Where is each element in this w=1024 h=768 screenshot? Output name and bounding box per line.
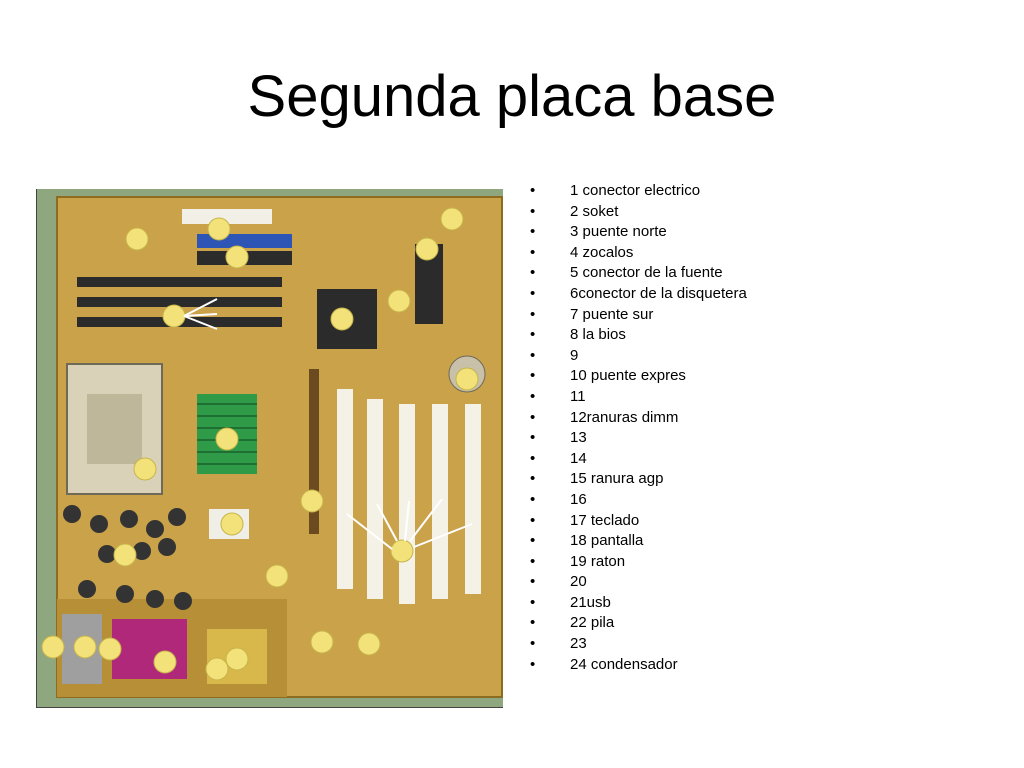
list-item: •9 [530, 346, 579, 364]
list-item: •23 [530, 635, 587, 653]
list-item: •17 teclado [530, 511, 640, 529]
list-item: •12ranuras dimm [530, 408, 679, 426]
list-item: •19 raton [530, 552, 626, 570]
list-item: •5 conector de la fuente [530, 264, 723, 282]
list-item: •18 pantalla [530, 532, 644, 550]
motherboard-photo [36, 189, 503, 708]
list-item: •21usb [530, 593, 611, 611]
list-item: •6conector de la disquetera [530, 284, 747, 302]
slide-title: Segunda placa base [247, 64, 777, 129]
list-item: •16 [530, 490, 587, 508]
legend-list: •1 conector electrico •2 soket •3 puente… [530, 181, 747, 675]
list-item: •3 puente norte [530, 223, 667, 241]
list-item: •11 [530, 387, 586, 405]
list-item: •10 puente expres [530, 367, 686, 385]
list-item: •7 puente sur [530, 305, 654, 323]
list-item: •4 zocalos [530, 243, 634, 261]
list-item: •1 conector electrico [530, 182, 701, 199]
list-item: •20 [530, 573, 587, 591]
list-item: •2 soket [530, 202, 619, 220]
list-item: •13 [530, 429, 587, 447]
list-item: •24 condensador [530, 655, 678, 673]
list-item: •8 la bios [530, 326, 626, 344]
list-item: •22 pila [530, 614, 615, 632]
list-item: •15 ranura agp [530, 470, 664, 488]
list-item: •14 [530, 449, 587, 467]
